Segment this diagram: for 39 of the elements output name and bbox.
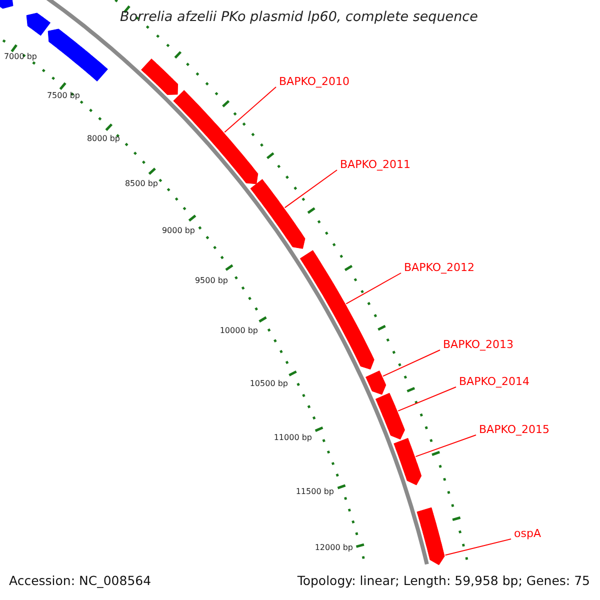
gene-label: ospA: [514, 527, 541, 540]
gene-label: BAPKO_2011: [340, 158, 410, 172]
gene-label: BAPKO_2010: [279, 75, 350, 88]
leader-line: [398, 386, 456, 412]
gene-label: BAPKO_2015: [479, 423, 550, 436]
scale-label: 9500 bp: [194, 276, 228, 286]
gene-label: BAPKO_2012: [404, 261, 474, 274]
leader-line: [382, 350, 440, 377]
scale-label: 12000 bp: [314, 543, 353, 553]
leader-line: [415, 434, 476, 458]
leader-line: [284, 170, 338, 208]
gene-block: [48, 28, 108, 82]
scale-label: 8000 bp: [86, 134, 120, 144]
scale-label: 11000 bp: [274, 433, 312, 443]
gene-block: [173, 90, 258, 184]
scale-label: 8500 bp: [124, 179, 158, 189]
gene-block: [141, 58, 178, 95]
scale-label: 7500 bp: [46, 91, 80, 101]
scale-label: 10500 bp: [250, 379, 288, 389]
gene-block: [375, 392, 405, 440]
gene-block: [366, 370, 386, 395]
gene-block: [250, 179, 306, 249]
gene-block: [0, 0, 14, 9]
scale-label: 11500 bp: [296, 487, 334, 497]
gene-block: [416, 507, 445, 566]
map-title: Borrelia afzelii PKo plasmid lp60, complete sequence: [120, 9, 478, 26]
gene-block: [300, 250, 374, 370]
scale-label: 7000 bp: [4, 52, 37, 62]
gene-label: BAPKO_2013: [443, 338, 514, 352]
accession-note: Accession: NC_008564: [9, 573, 152, 588]
leader-line: [224, 86, 276, 133]
leader-line: [346, 272, 402, 304]
scale-label: 10000 bp: [220, 326, 258, 336]
gene-block: [26, 12, 51, 36]
gene-label: BAPKO_2014: [459, 375, 530, 388]
gene-block: [394, 438, 422, 486]
scale-label: 9000 bp: [162, 226, 195, 236]
leader-line: [444, 538, 512, 556]
sequence-summary: Topology: linear; Length: 59,958 bp; Genes: 75: [297, 573, 590, 588]
